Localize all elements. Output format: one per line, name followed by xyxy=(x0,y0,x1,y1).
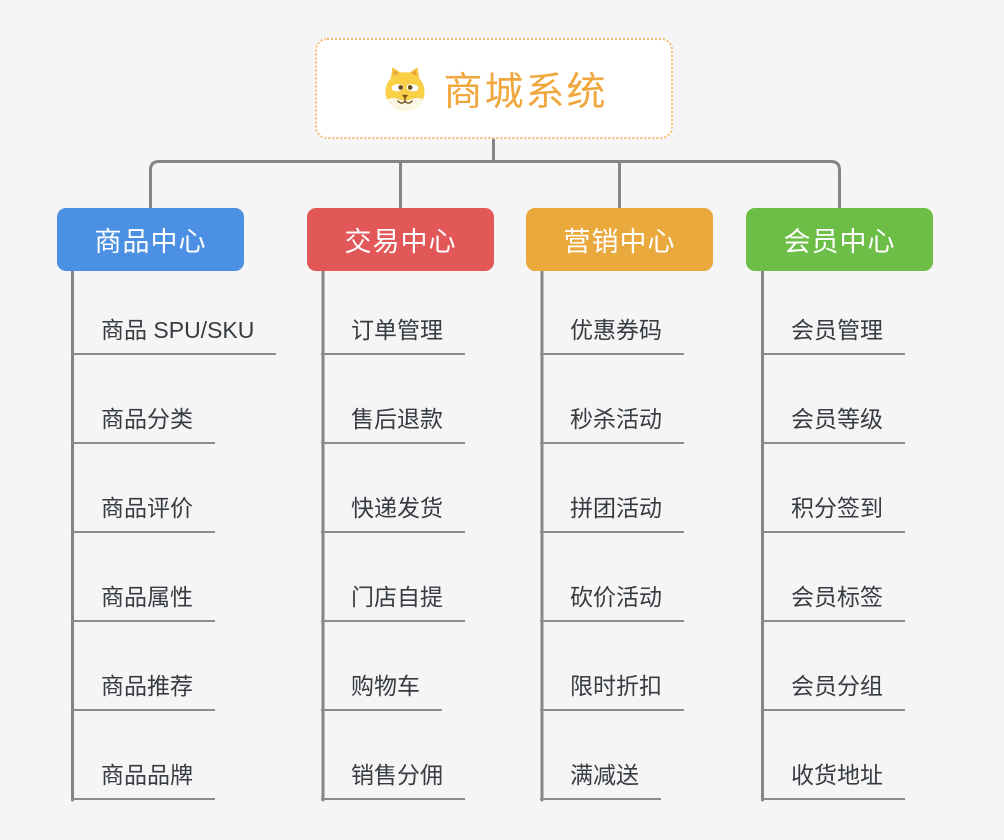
topic-item[interactable]: 商品推荐 xyxy=(71,622,215,711)
branch-children-product: 商品 SPU/SKU 商品分类 商品评价 商品属性 商品推荐 商品品牌 xyxy=(71,266,277,800)
topic-item[interactable]: 商品品牌 xyxy=(71,711,215,800)
branch-node-member-center[interactable]: 会员中心 xyxy=(746,208,933,271)
branch-node-marketing-center[interactable]: 营销中心 xyxy=(526,208,713,271)
topic-item[interactable]: 购物车 xyxy=(321,622,442,711)
topic-item[interactable]: 秒杀活动 xyxy=(540,355,684,444)
branch-children-trade: 订单管理 售后退款 快递发货 门店自提 购物车 销售分佣 xyxy=(321,266,465,800)
topic-item[interactable]: 门店自提 xyxy=(321,533,465,622)
topic-item[interactable]: 商品分类 xyxy=(71,355,215,444)
topic-item[interactable]: 优惠券码 xyxy=(540,266,684,355)
root-title: 商城系统 xyxy=(443,70,608,114)
topic-item[interactable]: 会员标签 xyxy=(761,533,905,622)
topic-item[interactable]: 会员管理 xyxy=(761,266,905,355)
branch-node-trade-center[interactable]: 交易中心 xyxy=(307,208,494,271)
topic-item[interactable]: 快递发货 xyxy=(321,444,465,533)
topic-item[interactable]: 砍价活动 xyxy=(540,533,684,622)
dog-face-icon xyxy=(385,67,426,112)
topic-item[interactable]: 会员分组 xyxy=(761,622,905,711)
topic-item[interactable]: 订单管理 xyxy=(321,266,465,355)
topic-item[interactable]: 销售分佣 xyxy=(321,711,465,800)
branch-children-marketing: 优惠券码 秒杀活动 拼团活动 砍价活动 限时折扣 满减送 xyxy=(540,266,684,800)
topic-item[interactable]: 售后退款 xyxy=(321,355,465,444)
branch-children-member: 会员管理 会员等级 积分签到 会员标签 会员分组 收货地址 xyxy=(761,266,905,800)
topic-item[interactable]: 商品评价 xyxy=(71,444,215,533)
topic-item[interactable]: 限时折扣 xyxy=(540,622,684,711)
topic-item[interactable]: 商品 SPU/SKU xyxy=(71,266,277,355)
topic-item[interactable]: 会员等级 xyxy=(761,355,905,444)
root-node[interactable]: 商城系统 xyxy=(315,38,673,139)
topic-item[interactable]: 满减送 xyxy=(540,711,661,800)
topic-item[interactable]: 收货地址 xyxy=(761,711,905,800)
topic-item[interactable]: 商品属性 xyxy=(71,533,215,622)
topic-item[interactable]: 拼团活动 xyxy=(540,444,684,533)
branch-node-product-center[interactable]: 商品中心 xyxy=(57,208,244,271)
topic-item[interactable]: 积分签到 xyxy=(761,444,905,533)
